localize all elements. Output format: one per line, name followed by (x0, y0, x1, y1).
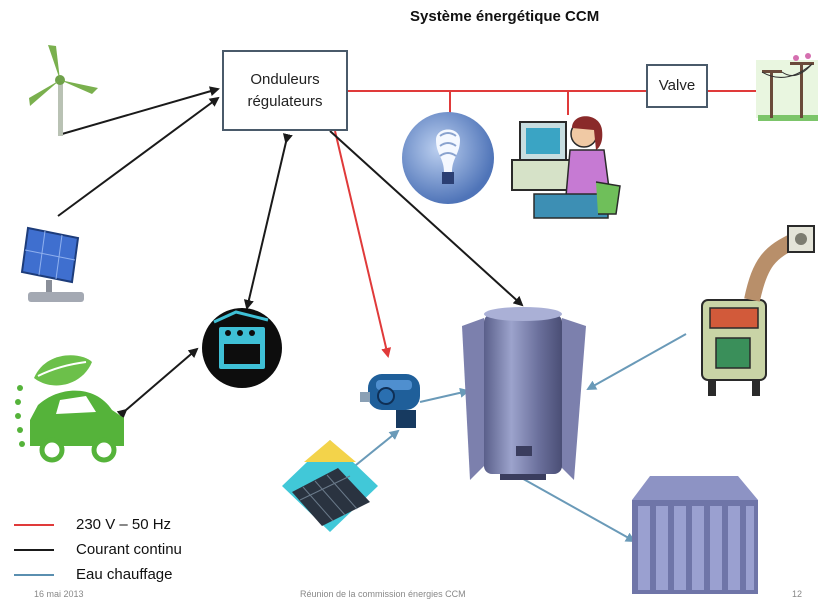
legend-label-dc: Courant continu (76, 541, 182, 558)
footer-date: 16 mai 2013 (34, 589, 84, 599)
electric-car-icon (15, 355, 124, 463)
legend-swatch-water (14, 573, 54, 576)
footer-caption: Réunion de la commission énergies CCM (300, 589, 466, 599)
boiler-tank-icon (462, 307, 586, 480)
computer-user-icon (511, 116, 621, 219)
radiator-icon (632, 476, 758, 594)
dc-lines (57, 86, 524, 420)
diagram-title: Système énergétique CCM (410, 8, 600, 25)
legend-item-dc: Courant continu (14, 537, 182, 562)
inverter-regulator-label: Onduleurs régulateurs (247, 70, 323, 110)
legend-item-ac: 230 V – 50 Hz (14, 512, 182, 537)
valve-box: Valve (646, 64, 708, 108)
legend-item-water: Eau chauffage (14, 562, 182, 587)
inverter-regulator-box: Onduleurs régulateurs (222, 50, 348, 131)
light-bulb-icon (402, 112, 494, 204)
legend-label-ac: 230 V – 50 Hz (76, 516, 172, 533)
footer-page-number: 12 (792, 589, 803, 599)
ac-lines (334, 90, 760, 358)
solar-collector-icon (282, 440, 378, 532)
legend-label-water: Eau chauffage (76, 566, 173, 583)
power-lines-icon (756, 53, 818, 121)
legend-swatch-dc (14, 548, 54, 551)
solar-panel-icon (20, 226, 84, 302)
valve-label: Valve (658, 77, 696, 94)
battery-oven-icon (202, 308, 282, 388)
wood-stove-icon (701, 225, 815, 396)
wind-turbine-icon (29, 45, 98, 136)
legend-swatch-ac (14, 523, 54, 526)
pump-icon (360, 374, 420, 428)
legend: 230 V – 50 Hz Courant continu Eau chauff… (14, 512, 182, 587)
